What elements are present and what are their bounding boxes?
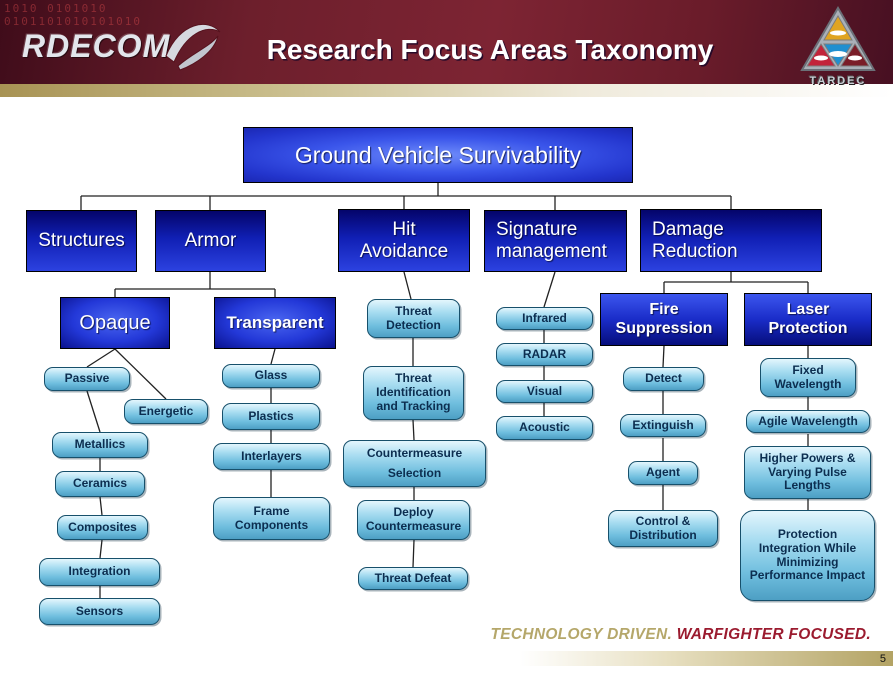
- node-glass: Glass: [222, 364, 320, 388]
- binary-decoration: 1010 0101010 0101101010101010: [4, 2, 142, 28]
- node-laser-protection: Laser Protection: [744, 293, 872, 346]
- tagline-technology: TECHNOLOGY DRIVEN.: [490, 626, 673, 643]
- node-fixed-wavelength-label: Fixed Wavelength: [774, 362, 842, 391]
- node-fire-suppression: Fire Suppression: [600, 293, 728, 346]
- node-ceramics-label: Ceramics: [72, 476, 128, 491]
- node-agent: Agent: [628, 461, 698, 485]
- node-plastics-label: Plastics: [248, 408, 294, 423]
- tagline: TECHNOLOGY DRIVEN. WARFIGHTER FOCUSED.: [490, 626, 871, 644]
- node-structures-label: Structures: [38, 230, 125, 252]
- node-threat-identification-tracking: Threat Identification and Tracking: [363, 366, 464, 420]
- node-detect-label: Detect: [645, 371, 682, 386]
- rdecom-swoosh-icon: [165, 24, 221, 71]
- node-metallics-label: Metallics: [74, 437, 126, 452]
- node-infrared: Infrared: [496, 307, 593, 330]
- binary-line-2: 0101101010101010: [4, 15, 142, 28]
- node-passive: Passive: [44, 367, 130, 391]
- tardec-logo-label: TARDEC: [809, 75, 867, 87]
- node-radar: RADAR: [496, 343, 593, 366]
- node-opaque-label: Opaque: [79, 311, 151, 334]
- node-threat-detection: Threat Detection: [367, 299, 460, 338]
- node-agile-wavelength: Agile Wavelength: [746, 410, 870, 433]
- node-interlayers: Interlayers: [213, 443, 330, 470]
- node-hit-avoidance: Hit Avoidance: [338, 209, 470, 272]
- node-hit-avoidance-label: Hit Avoidance: [359, 218, 449, 262]
- node-deploy-countermeasure-label: Deploy Countermeasure: [365, 505, 462, 533]
- node-damage-reduction-label: Damage Reduction: [652, 218, 738, 262]
- node-ceramics: Ceramics: [55, 471, 145, 497]
- node-agent-label: Agent: [646, 465, 680, 480]
- node-extinguish-label: Extinguish: [632, 417, 694, 432]
- node-visual-label: Visual: [526, 383, 563, 398]
- node-sensors-label: Sensors: [75, 603, 124, 618]
- node-interlayers-label: Interlayers: [241, 448, 302, 463]
- node-signature-management: Signature management: [484, 210, 627, 272]
- rdecom-logo: RDECOM: [22, 20, 222, 72]
- node-damage-reduction: Damage Reduction: [640, 209, 822, 272]
- node-opaque: Opaque: [60, 297, 170, 349]
- node-structures: Structures: [26, 210, 137, 272]
- node-metallics: Metallics: [52, 432, 148, 458]
- node-armor: Armor: [155, 210, 266, 272]
- node-root: Ground Vehicle Survivability: [243, 127, 633, 183]
- node-frame-components: Frame Components: [213, 497, 330, 540]
- node-energetic-label: Energetic: [138, 403, 194, 418]
- node-countermeasure-selection-label: Countermeasure Selection: [366, 446, 463, 480]
- node-frame-components-label: Frame Components: [234, 503, 309, 532]
- node-armor-label: Armor: [184, 230, 237, 252]
- node-threat-defeat: Threat Defeat: [358, 567, 468, 590]
- node-threat-detection-label: Threat Detection: [386, 303, 441, 332]
- page-number: 5: [879, 652, 886, 665]
- node-protection-integration-label: Protection Integration While Minimizing …: [749, 526, 866, 583]
- node-signature-management-label: Signature management: [496, 219, 607, 262]
- node-root-label: Ground Vehicle Survivability: [294, 141, 582, 168]
- node-threat-defeat-label: Threat Defeat: [374, 570, 452, 585]
- tardec-logo: TARDEC: [798, 6, 878, 100]
- node-glass-label: Glass: [254, 368, 288, 383]
- node-control-distribution: Control & Distribution: [608, 510, 718, 547]
- node-fire-suppression-label: Fire Suppression: [615, 301, 713, 337]
- page-title: Research Focus Areas Taxonomy: [266, 34, 714, 65]
- node-laser-protection-label: Laser Protection: [768, 301, 848, 337]
- node-integration-label: Integration: [68, 564, 131, 579]
- node-countermeasure-selection: Countermeasure Selection: [343, 440, 486, 487]
- binary-line-1: 1010 0101010: [4, 2, 108, 15]
- node-visual: Visual: [496, 380, 593, 403]
- footer-gold-bar: 5: [520, 651, 893, 666]
- tardec-triangle-icon: [800, 6, 876, 71]
- node-acoustic-label: Acoustic: [519, 420, 570, 435]
- node-higher-powers: Higher Powers & Varying Pulse Lengths: [744, 446, 871, 499]
- node-transparent: Transparent: [214, 297, 336, 349]
- rdecom-logo-text: RDECOM: [22, 27, 171, 64]
- header-banner: 1010 0101010 0101101010101010 RDECOM Res…: [0, 0, 893, 84]
- node-composites-label: Composites: [68, 519, 137, 534]
- node-radar-label: RADAR: [522, 346, 567, 361]
- node-protection-integration: Protection Integration While Minimizing …: [740, 510, 875, 601]
- header-gold-bar: [0, 84, 893, 97]
- node-threat-identification-tracking-label: Threat Identification and Tracking: [376, 371, 451, 413]
- node-higher-powers-label: Higher Powers & Varying Pulse Lengths: [759, 450, 856, 493]
- node-fixed-wavelength: Fixed Wavelength: [760, 358, 856, 397]
- tagline-warfighter: WARFIGHTER FOCUSED.: [676, 626, 871, 643]
- node-energetic: Energetic: [124, 399, 208, 424]
- node-composites: Composites: [57, 515, 148, 540]
- node-integration: Integration: [39, 558, 160, 586]
- node-infrared-label: Infrared: [522, 310, 567, 325]
- node-deploy-countermeasure: Deploy Countermeasure: [357, 500, 470, 540]
- node-transparent-label: Transparent: [226, 313, 324, 333]
- node-detect: Detect: [623, 367, 704, 391]
- node-passive-label: Passive: [64, 371, 110, 386]
- node-control-distribution-label: Control & Distribution: [629, 513, 697, 542]
- node-plastics: Plastics: [222, 403, 320, 430]
- node-sensors: Sensors: [39, 598, 160, 625]
- node-acoustic: Acoustic: [496, 416, 593, 440]
- node-agile-wavelength-label: Agile Wavelength: [758, 413, 858, 428]
- node-extinguish: Extinguish: [620, 414, 706, 437]
